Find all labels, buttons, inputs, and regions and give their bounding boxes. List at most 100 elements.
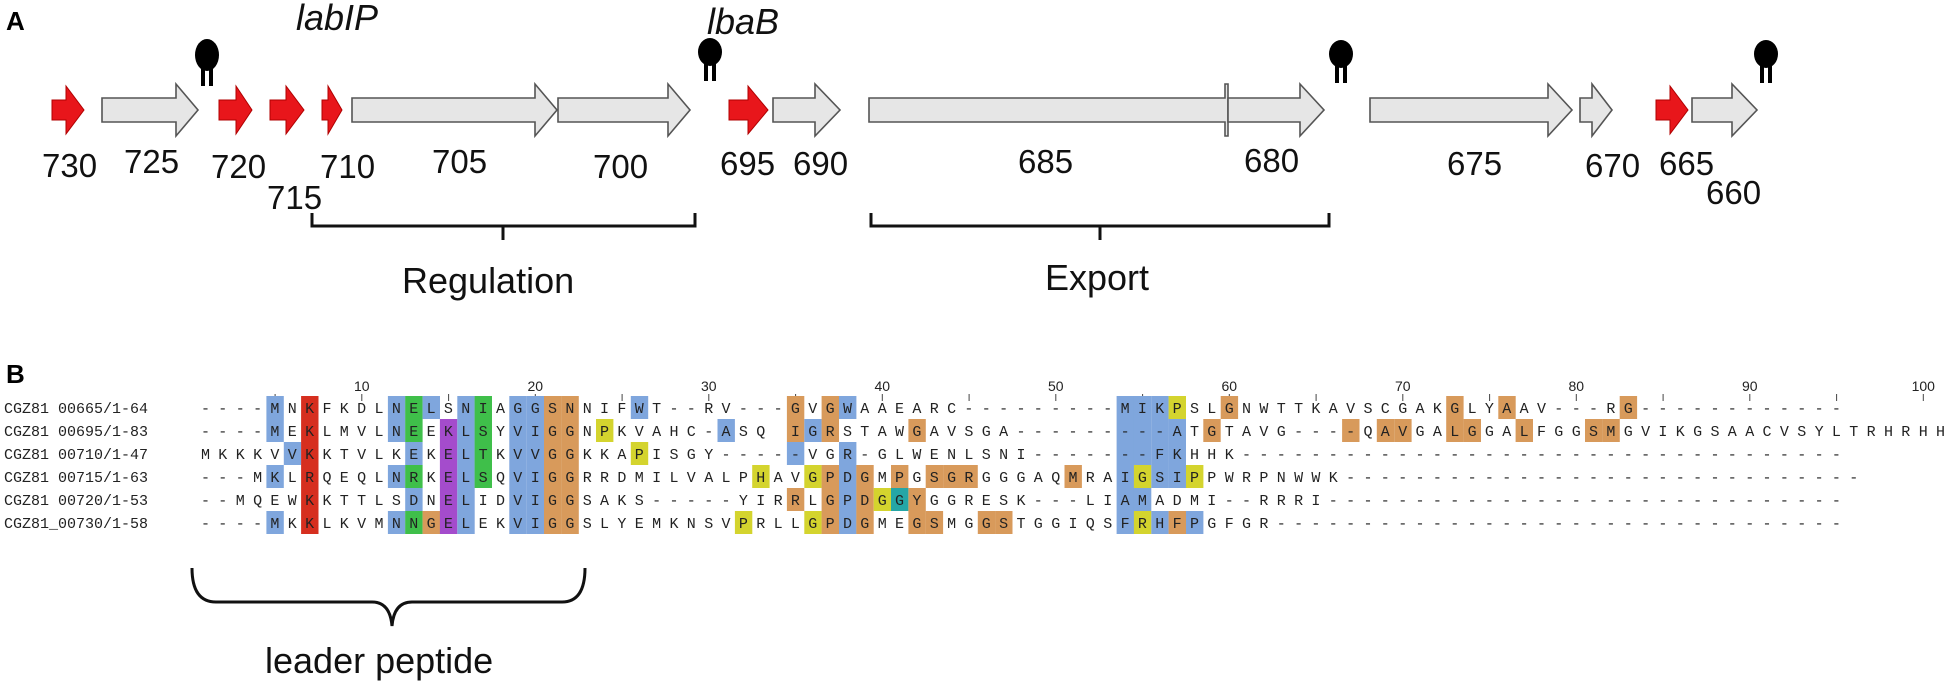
- residue-highlight: [422, 511, 440, 534]
- residue-highlight: [908, 419, 926, 442]
- gene-number-685: 685: [1018, 143, 1073, 180]
- residue-highlight: [839, 488, 857, 511]
- gene-660-arrow: [1691, 82, 1759, 138]
- residue-highlight: [630, 442, 649, 465]
- alignment-row: CGZ81 00715/1-63---MKLRQEQLNRKELSQVIGGRR…: [4, 465, 1858, 488]
- residue-highlight: [1168, 396, 1186, 419]
- residue-highlight: [734, 511, 753, 534]
- gene-number-725: 725: [124, 143, 179, 180]
- residue-highlight: [457, 465, 475, 488]
- residue-highlight: [439, 488, 458, 511]
- residue-highlight: [439, 465, 458, 488]
- residue-highlight: [405, 488, 423, 511]
- residue-highlight: [474, 419, 492, 442]
- residue-highlight: [1168, 419, 1186, 442]
- residue-highlight: [301, 442, 319, 465]
- gene-665-arrow: [1655, 84, 1689, 136]
- residue-highlight: [717, 419, 735, 442]
- residue-highlight: [509, 419, 527, 442]
- residue-highlight: [405, 511, 423, 534]
- alignment-row: CGZ81 00665/1-64----MNKFKDLNELSNIAGGSNNI…: [4, 396, 1841, 419]
- gene-number-700: 700: [593, 148, 648, 185]
- panel-label-b: B: [6, 359, 25, 389]
- residue-highlight: [925, 465, 944, 488]
- residue-highlight: [1116, 442, 1134, 465]
- sequence-name: CGZ81 00695/1-83: [4, 424, 148, 441]
- residue-highlight: [405, 419, 423, 442]
- gene-number-680: 680: [1244, 142, 1299, 179]
- leader-peptide-bracket: [190, 567, 587, 627]
- sequence-name: CGZ81 00720/1-53: [4, 493, 148, 510]
- gene-number-670: 670: [1585, 147, 1640, 184]
- gene-715-arrow: [269, 84, 305, 136]
- residue-highlight: [786, 396, 805, 419]
- residue-highlight: [387, 511, 406, 534]
- residue-highlight: [1116, 419, 1134, 442]
- residue-highlight: [821, 488, 839, 511]
- ruler-label: 100: [1912, 378, 1936, 394]
- ruler-label: 40: [875, 378, 891, 394]
- residue-highlight: [1133, 488, 1152, 511]
- residue-highlight: [1151, 396, 1169, 419]
- residue-highlight: [804, 419, 822, 442]
- residue-highlight: [544, 419, 562, 442]
- residue-highlight: [786, 419, 805, 442]
- residue-highlight: [1619, 396, 1638, 419]
- sequence-name: CGZ81 00710/1-47: [4, 447, 148, 464]
- residue-highlight: [474, 465, 492, 488]
- gene-700-arrow: [557, 81, 692, 139]
- gene-name-lbaB: lbaB: [707, 1, 779, 42]
- residue-highlight: [526, 396, 545, 419]
- residue-highlight: [1116, 396, 1134, 419]
- residue-highlight: [474, 442, 492, 465]
- ruler-label: 70: [1395, 378, 1411, 394]
- residue-highlight: [439, 442, 458, 465]
- residue-highlight: [1515, 419, 1533, 442]
- residue-highlight: [439, 511, 458, 534]
- residue-highlight: [301, 419, 319, 442]
- residue-highlight: [1602, 419, 1620, 442]
- residue-highlight: [630, 396, 649, 419]
- residue-highlight: [474, 396, 492, 419]
- residue-highlight: [839, 511, 857, 534]
- gene-675-arrow: [1369, 81, 1574, 139]
- residue-highlight: [1394, 419, 1412, 442]
- sequence-alignment: CGZ81 00665/1-64----MNKFKDLNELSNIAGGSNNI…: [4, 396, 1945, 534]
- ruler-label: 60: [1222, 378, 1238, 394]
- ruler-label: 50: [1048, 378, 1064, 394]
- terminator-icon: [1754, 40, 1778, 83]
- export-label: Export: [1045, 257, 1149, 298]
- residue-highlight: [561, 511, 579, 534]
- residue-highlight: [1168, 511, 1186, 534]
- residue-highlight: [839, 396, 857, 419]
- ruler-label: 20: [528, 378, 544, 394]
- gene-number-660: 660: [1706, 174, 1761, 211]
- residue-highlight: [977, 511, 996, 534]
- residue-highlight: [786, 442, 805, 465]
- residue-highlight: [405, 396, 423, 419]
- gene-670-arrow: [1579, 81, 1614, 139]
- residue-highlight: [1116, 465, 1134, 488]
- residue-highlight: [509, 396, 527, 419]
- residue-highlight: [786, 488, 805, 511]
- residue-highlight: [856, 511, 874, 534]
- residue-highlight: [1116, 488, 1134, 511]
- gene-number-720: 720: [211, 148, 266, 185]
- residue-highlight: [804, 465, 822, 488]
- residue-highlight: [1203, 419, 1221, 442]
- residue-highlight: [526, 488, 545, 511]
- residue-highlight: [544, 442, 562, 465]
- gene-number-705: 705: [432, 143, 487, 180]
- regulation-bracket: [310, 213, 697, 240]
- residue-highlight: [387, 396, 406, 419]
- residue-highlight: [509, 442, 527, 465]
- residue-highlight: [526, 442, 545, 465]
- residue-highlight: [1342, 419, 1360, 442]
- residue-highlight: [995, 511, 1013, 534]
- residue-highlight: [1498, 396, 1516, 419]
- residue-highlight: [1376, 419, 1395, 442]
- residue-highlight: [457, 419, 475, 442]
- residue-highlight: [1151, 419, 1169, 442]
